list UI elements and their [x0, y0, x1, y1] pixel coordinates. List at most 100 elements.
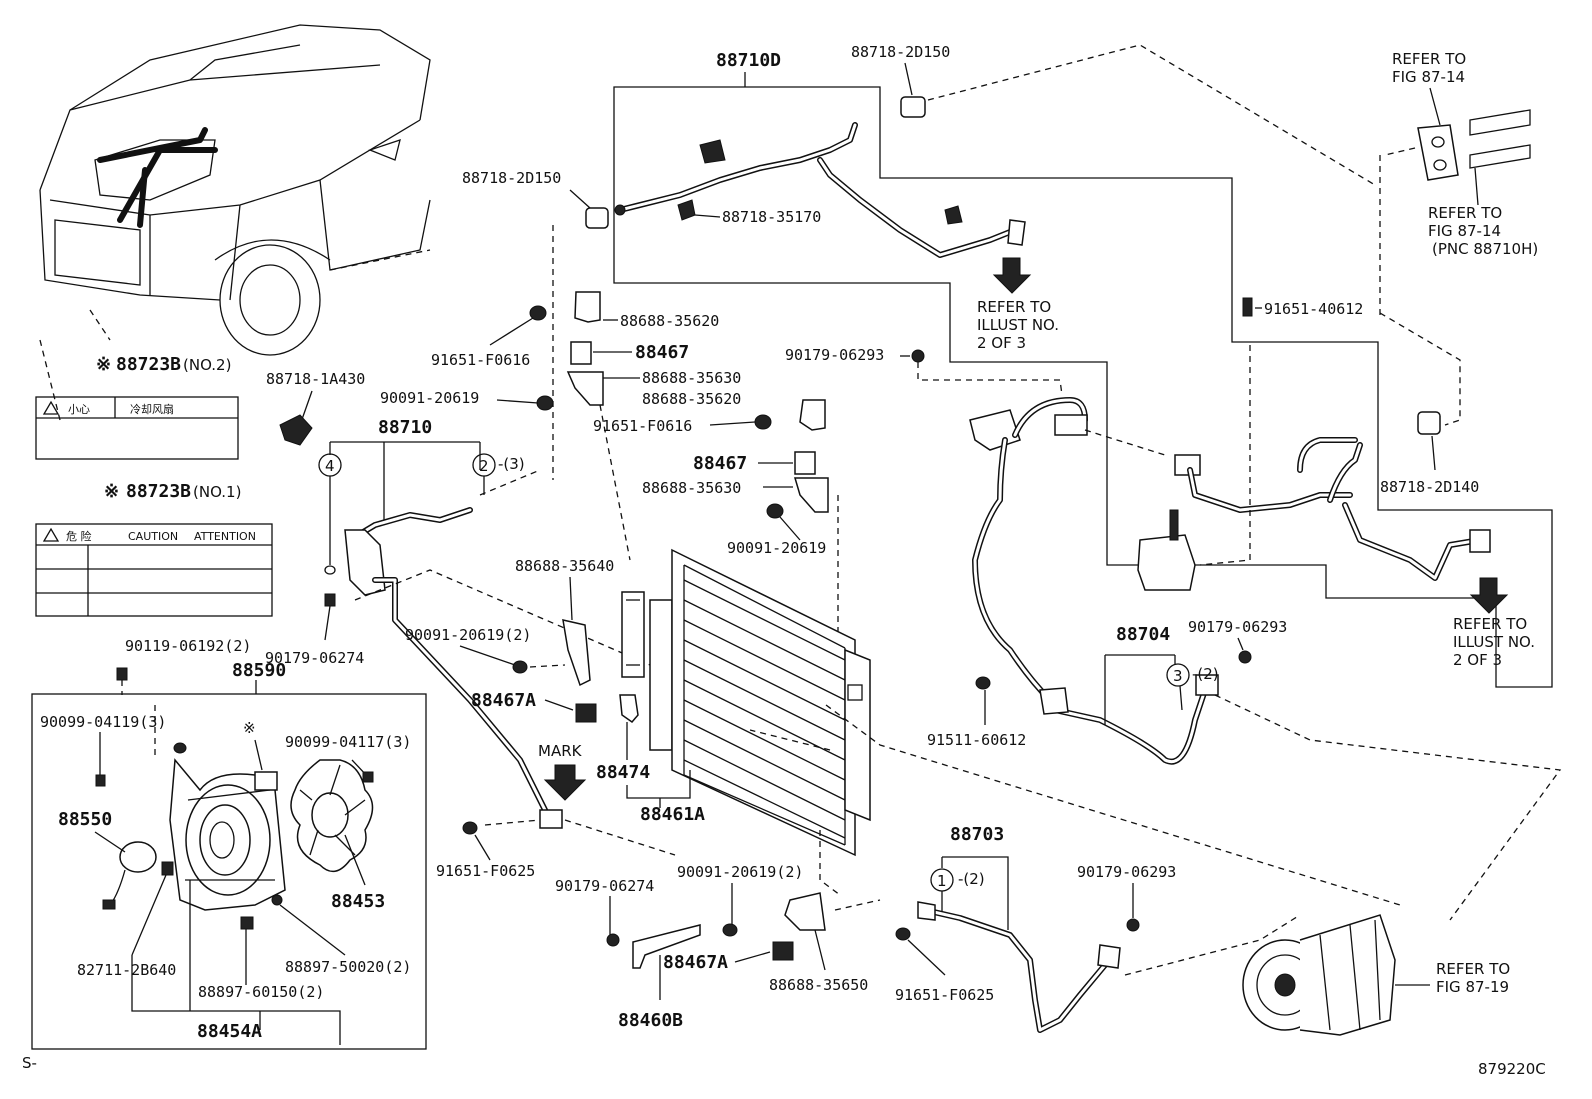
mark-arrow-icon [543, 764, 587, 801]
nut-icon [606, 933, 620, 947]
expansion-valve-icon [1137, 454, 1201, 591]
label-88590: 88590 [232, 660, 286, 681]
caution-label-no2: ※ 88723B (NO.2) 小心 冷却风扇 [35, 354, 239, 460]
label-88688-35630-b: 88688-35630 [642, 479, 741, 497]
label-88460b: 88460B [618, 1010, 683, 1031]
clip-icon [240, 916, 254, 930]
label-91651-f0616-a: 91651-F0616 [431, 351, 530, 369]
label-88453: 88453 [331, 891, 385, 912]
refer-illust-a-line2: ILLUST NO. [977, 316, 1059, 334]
desiccant-icon [619, 694, 639, 724]
label-91651-f0616-b: 91651-F0616 [593, 417, 692, 435]
label-88474: 88474 [596, 762, 650, 783]
refer-87-14-a-line2: FIG 87-14 [1392, 68, 1465, 86]
label-88710d: 88710D [716, 50, 781, 71]
label-90179-06274-bottom: 90179-06274 [555, 877, 654, 895]
callout-4: 4 [325, 457, 335, 475]
label-88467a-b: 88467A [663, 952, 728, 973]
callout-2-qty: -(3) [498, 455, 525, 473]
warning-triangle-icon [42, 400, 60, 415]
refer-87-14-b-line1: REFER TO [1428, 204, 1502, 222]
bolt-icon [536, 395, 554, 411]
cushion-icon [772, 941, 794, 961]
label-88703: 88703 [950, 824, 1004, 845]
footer-mark: S- [22, 1054, 37, 1072]
suction-tube-group: 90179-06293 88704 3 -(2) 90179-06293 915… [785, 345, 1562, 921]
bolt-icon [722, 923, 738, 937]
caution-label-no1: ※ 88723B (NO.1) 危 险 CAUTION ATTENTION [35, 481, 273, 617]
caution-no1-header-a: 危 险 [66, 529, 92, 543]
discharge-tube-88710-group: 88718-1A430 88710 4 2 -(3) 90179-06274 M… [265, 370, 676, 880]
bolt-icon [895, 927, 911, 941]
label-88467a-a: 88467A [471, 690, 536, 711]
vehicle-illustration [39, 24, 431, 421]
nut-icon [911, 349, 925, 363]
caution-no2-header-b: 冷却风扇 [130, 402, 174, 416]
refer-illust-b-line1: REFER TO [1453, 615, 1527, 633]
label-88467-b: 88467 [693, 453, 747, 474]
grommet-icon [585, 207, 609, 229]
warning-triangle-icon [42, 527, 60, 542]
nut-icon [1126, 918, 1140, 932]
label-91511-60612: 91511-60612 [927, 731, 1026, 749]
clamp-icon [969, 409, 1021, 451]
asterisk-mark: ※ [243, 719, 256, 737]
label-88710: 88710 [378, 417, 432, 438]
bracket-88688-35650-icon [784, 892, 826, 931]
clip-icon [161, 861, 174, 876]
refer-illust-b-line3: 2 OF 3 [1453, 651, 1502, 669]
callout-1-qty: -(2) [958, 870, 985, 888]
nut-icon [324, 593, 336, 607]
liquid-tube-88703-group: 88703 1 -(2) 91651-F0625 90179-06293 REF… [895, 824, 1510, 1036]
label-91651-f0625-left: 91651-F0625 [436, 862, 535, 880]
fan-blade-icon [290, 759, 374, 873]
clamp-icon [699, 139, 726, 164]
label-88467-a: 88467 [635, 342, 689, 363]
bolt-icon [1242, 297, 1253, 317]
fan-shroud-icon [169, 758, 286, 911]
diagram-id: 879220C [1478, 1060, 1546, 1078]
bracket-icon [793, 477, 829, 513]
label-91651-40612: 91651-40612 [1264, 300, 1363, 318]
label-90179-06293-b: 90179-06293 [1188, 618, 1287, 636]
callout-2: 2 [479, 457, 489, 475]
asterisk-mark: ※ [96, 354, 111, 375]
caution-no1-header-c: ATTENTION [194, 530, 256, 543]
refer-87-19-line1: REFER TO [1436, 960, 1510, 978]
refer-illust-a-line3: 2 OF 3 [977, 334, 1026, 352]
label-88688-35630-a: 88688-35630 [642, 369, 741, 387]
refer-arrow-icon [1469, 577, 1509, 614]
bolt-icon [766, 503, 784, 519]
label-88688-35640: 88688-35640 [515, 557, 614, 575]
tube-88710d-group: 88710D 88718-2D150 88718-35170 REFER TO … [613, 43, 1553, 688]
cushion-icon [570, 341, 592, 365]
label-90099-04119: 90099-04119(3) [40, 713, 166, 731]
refer-87-14-a-line1: REFER TO [1392, 50, 1466, 68]
grommet-icon [900, 96, 926, 118]
refer-87-14-b-line2: FIG 87-14 [1428, 222, 1501, 240]
upper-bracket-group-b: 88688-35620 91651-F0616 88467 88688-3563… [593, 390, 839, 640]
bracket-icon [799, 399, 826, 431]
label-88688-35620-a: 88688-35620 [620, 312, 719, 330]
right-upper-fasteners: 91651-40612 88718-2D140 REFER TO ILLUST … [1242, 297, 1535, 669]
label-88718-1a430: 88718-1A430 [266, 370, 365, 388]
clamp-icon [677, 199, 696, 221]
bolt-icon [754, 414, 772, 430]
compressor-icon [1242, 914, 1396, 1036]
callout-3-qty: -(2) [1192, 665, 1219, 683]
label-88550: 88550 [58, 809, 112, 830]
fan-motor-icon [102, 841, 157, 910]
label-88718-35170: 88718-35170 [722, 208, 821, 226]
refer-illust-b-line2: ILLUST NO. [1453, 633, 1535, 651]
label-88897-50020: 88897-50020(2) [285, 958, 411, 976]
label-88723b-no1-suffix: (NO.1) [193, 483, 241, 501]
label-88718-2d140: 88718-2D140 [1380, 478, 1479, 496]
clamp-icon [279, 414, 313, 446]
upper-bracket-group-a: 88718-2D150 88688-35620 91651-F0616 8846… [380, 169, 741, 561]
label-88897-60150: 88897-60150(2) [198, 983, 324, 1001]
condenser-core-icon [671, 548, 871, 857]
label-82711-2b640: 82711-2B640 [77, 961, 176, 979]
label-88704: 88704 [1116, 624, 1170, 645]
refer-arrow-icon [992, 257, 1032, 294]
